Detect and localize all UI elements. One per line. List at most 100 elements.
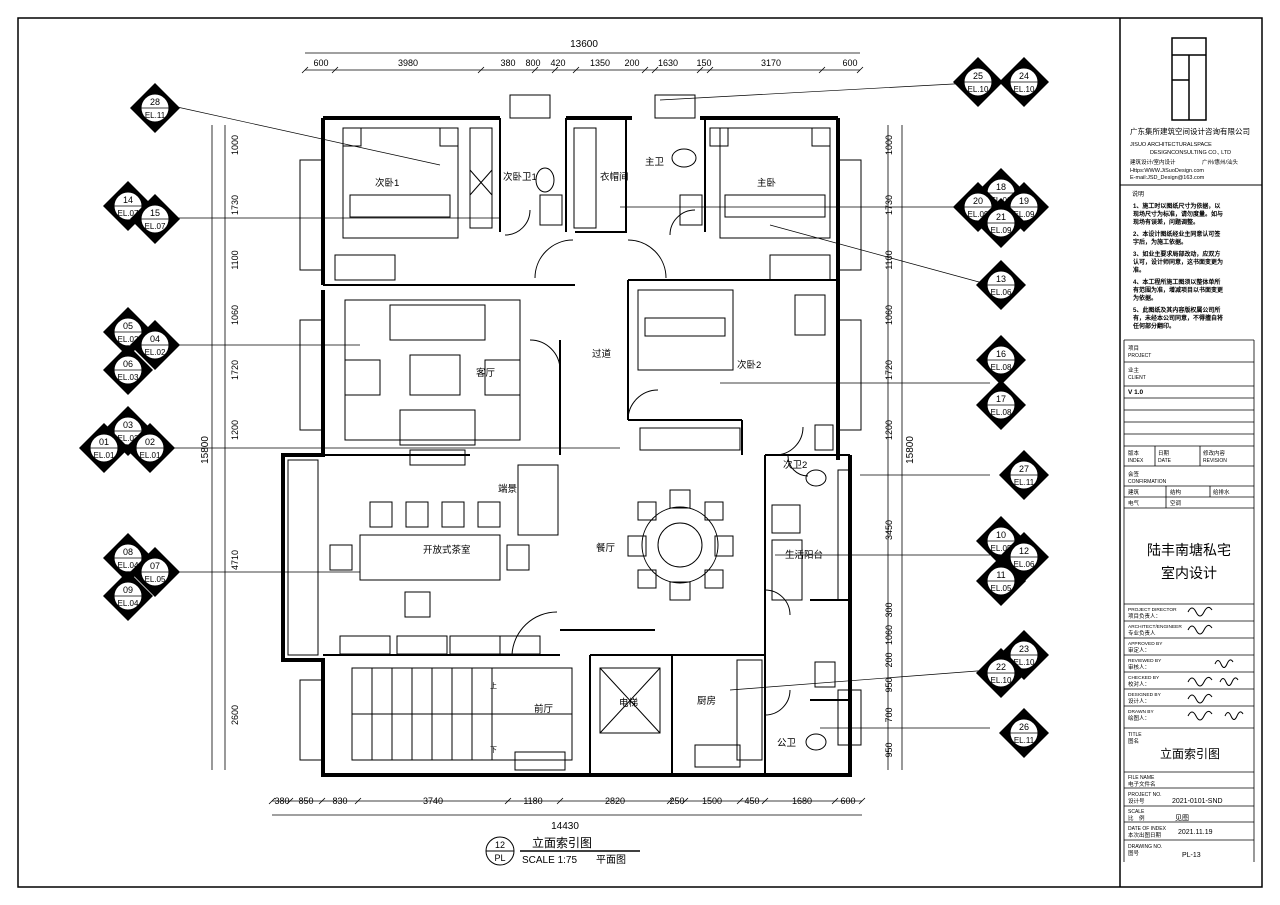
marker-number: 06 bbox=[123, 359, 133, 369]
left-overall-dim: 15800 bbox=[200, 436, 211, 464]
marker-number: 01 bbox=[99, 437, 109, 447]
stair-up-label: 上 bbox=[490, 681, 497, 690]
bottom-dim: 2820 bbox=[605, 796, 625, 806]
marker-sheet: EL.04 bbox=[118, 599, 139, 608]
marker-number: 15 bbox=[150, 208, 160, 218]
marker-sheet: EL.04 bbox=[118, 561, 139, 570]
bottom-dim: 380 bbox=[274, 796, 289, 806]
marker-number: 17 bbox=[996, 394, 1006, 404]
left-dim: 1200 bbox=[230, 420, 240, 440]
marker-number: 14 bbox=[123, 195, 133, 205]
room-label-elevator: 电梯 bbox=[619, 697, 639, 709]
email: E-mail:JSD_Design@163.com bbox=[1130, 175, 1205, 181]
top-dim: 420 bbox=[550, 58, 565, 68]
marker-sheet: EL.09 bbox=[1014, 210, 1035, 219]
note-line: 任何部分翻印。 bbox=[1132, 322, 1175, 330]
top-dim: 1350 bbox=[590, 58, 610, 68]
marker-sheet: EL.10 bbox=[1014, 85, 1035, 94]
rev-col-1: 版本 bbox=[1128, 449, 1140, 457]
elevator-shaft bbox=[599, 667, 661, 734]
marker-number: 24 bbox=[1019, 71, 1029, 81]
room-label-master: 主卧 bbox=[757, 177, 777, 189]
marker-sheet: EL.08 bbox=[991, 408, 1012, 417]
confirm-label-en: CONFIRMATION bbox=[1128, 479, 1167, 485]
note-line: 现场有误差，问题调整。 bbox=[1133, 218, 1199, 226]
marker-number: 19 bbox=[1019, 196, 1029, 206]
note-line: 为依据。 bbox=[1133, 294, 1157, 302]
right-dim: 300 bbox=[884, 602, 894, 617]
note-line: 1、施工时以图纸尺寸为依据，以 bbox=[1133, 202, 1220, 210]
right-dim: 1720 bbox=[884, 360, 894, 380]
roles: PROJECT DIRECTOR项目负责人：ARCHITECT/ENGINEER… bbox=[1128, 607, 1182, 722]
left-dim: 1060 bbox=[230, 305, 240, 325]
marker-number: 21 bbox=[996, 212, 1006, 222]
marker-sheet: EL.06 bbox=[1014, 560, 1035, 569]
client-label: 业主 bbox=[1128, 366, 1140, 374]
right-dim: 950 bbox=[884, 742, 894, 757]
dimension-lines bbox=[211, 52, 903, 816]
right-dim: 1200 bbox=[884, 420, 894, 440]
dimension-ticks bbox=[268, 66, 866, 805]
right-dim: 200 bbox=[884, 652, 894, 667]
room-label-bed1: 次卧1 bbox=[375, 177, 399, 189]
top-dim: 3170 bbox=[761, 58, 781, 68]
right-dim: 3450 bbox=[884, 520, 894, 540]
marker-sheet: EL.01 bbox=[94, 451, 115, 460]
bed-2-furniture bbox=[637, 289, 826, 451]
rev-col-1-en: INDEX bbox=[1128, 458, 1144, 464]
marker-number: 08 bbox=[123, 547, 133, 557]
project-name-line-1: 陆丰南塘私宅 bbox=[1147, 542, 1231, 558]
marker-sheet: EL.03 bbox=[118, 373, 139, 382]
role-cn: 校对人： bbox=[1128, 680, 1150, 688]
sheet-border bbox=[17, 17, 1263, 888]
role-en: CHECKED BY bbox=[1128, 675, 1160, 681]
marker-number: 23 bbox=[1019, 644, 1029, 654]
bottom-dim: 1680 bbox=[792, 796, 812, 806]
role-en: PROJECT DIRECTOR bbox=[1128, 607, 1177, 613]
marker-sheet: EL.05 bbox=[991, 544, 1012, 553]
note-line: 5、此图纸及其内容版权属公司所 bbox=[1133, 306, 1220, 314]
drawing-no: PL-13 bbox=[1182, 852, 1201, 859]
right-dims: 1000173011001060172012003450300106020095… bbox=[884, 135, 894, 758]
company-name-en1: JISUO ARCHITECTURALSPACE bbox=[1130, 142, 1212, 148]
marker-number: 09 bbox=[123, 585, 133, 595]
marker-number: 27 bbox=[1019, 464, 1029, 474]
marker-number: 26 bbox=[1019, 722, 1029, 732]
bottom-dim: 1500 bbox=[702, 796, 722, 806]
top-overall-dim: 13600 bbox=[570, 39, 598, 50]
right-dim: 950 bbox=[884, 677, 894, 692]
bottom-dim: 830 bbox=[332, 796, 347, 806]
marker-number: 28 bbox=[150, 97, 160, 107]
marker-sheet: EL.07 bbox=[145, 222, 166, 231]
rev-col-3: 修改内容 bbox=[1203, 449, 1226, 457]
left-dim: 1730 bbox=[230, 195, 240, 215]
rev-col-2-en: DATE bbox=[1158, 458, 1172, 464]
room-label-dining: 餐厅 bbox=[596, 542, 616, 554]
note-line: 字后，为施工依据。 bbox=[1133, 238, 1187, 246]
marker-sheet: EL.10 bbox=[991, 676, 1012, 685]
master-bed-furniture bbox=[709, 127, 831, 281]
confirm-label: 会签 bbox=[1128, 470, 1140, 478]
room-label-publicbath: 公卫 bbox=[777, 738, 797, 749]
drawing-no-label-en: DRAWING NO. bbox=[1128, 844, 1162, 850]
left-dim: 1100 bbox=[230, 250, 240, 269]
role-en: APPROVED BY bbox=[1128, 641, 1163, 647]
discipline-1: 建筑 bbox=[1128, 488, 1140, 496]
project-no-label: 设计号 bbox=[1128, 797, 1145, 805]
right-dim: 1060 bbox=[884, 625, 894, 645]
discipline-4: 电气 bbox=[1128, 499, 1140, 507]
date-label-en: DATE OF INDEX bbox=[1128, 826, 1167, 832]
doors bbox=[504, 209, 809, 716]
top-dim: 3980 bbox=[398, 58, 418, 68]
right-dim: 700 bbox=[884, 707, 894, 722]
role-cn: 设计人： bbox=[1128, 697, 1150, 705]
bottom-dim: 600 bbox=[840, 796, 855, 806]
marker-number: 25 bbox=[973, 71, 983, 81]
